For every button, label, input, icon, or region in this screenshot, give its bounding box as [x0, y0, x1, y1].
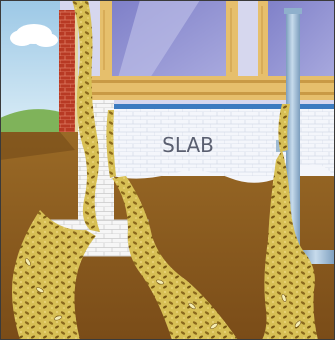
slab-label: SLAB [162, 133, 214, 157]
brick-veneer [59, 10, 75, 140]
slab [112, 108, 335, 176]
vapor-barrier [112, 104, 335, 109]
wall-gap [75, 10, 78, 140]
